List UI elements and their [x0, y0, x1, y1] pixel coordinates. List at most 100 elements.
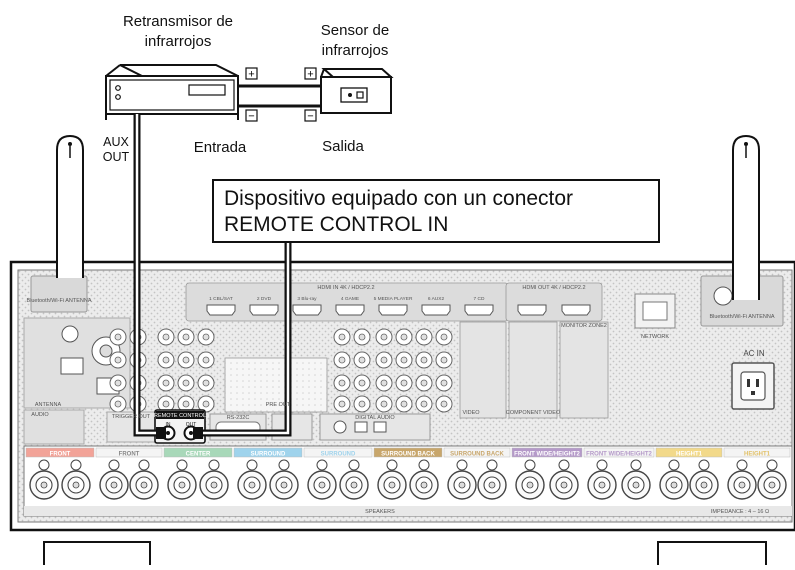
network-port [634, 293, 676, 329]
hdmi-port [421, 304, 451, 316]
digital-audio-label: DIGITAL AUDIO [355, 415, 395, 421]
minus-mark: − [248, 111, 254, 123]
speaker-group-label: FRONT [119, 452, 140, 458]
ir-link-cable [237, 84, 321, 108]
hdmi-input-label: 7 CD [474, 296, 485, 302]
plus-box-output [304, 67, 317, 80]
speaker-group-label: SURROUND [321, 452, 356, 458]
audio-label: AUDIO [31, 412, 49, 418]
speaker-group-label: FRONT [50, 452, 71, 458]
antenna-label: ANTENNA [35, 402, 62, 408]
remote-out-label: OUT [186, 422, 197, 428]
component-video-label: COMPONENT VIDEO [506, 410, 561, 416]
hdmi-out-header: HDMI OUT 4K / HDCP2.2 [522, 285, 585, 291]
speaker-group-label: FRONT WIDE/HEIGHT2 [586, 452, 652, 458]
right-antenna [732, 134, 760, 300]
speaker-group-label: FRONT WIDE/HEIGHT2 [514, 452, 580, 458]
av-receiver: 1 CBL/SAT 2 DVD 3 Blu-ray 4 GAME 5 MEDIA PLA… [9, 260, 795, 565]
hdmi-input-label: 6 AUX2 [428, 296, 445, 302]
impedance-label: IMPEDANCE : 4 – 16 Ω [711, 509, 769, 515]
speaker-group-label: HEIGHT1 [744, 452, 771, 458]
monitor-section [559, 321, 609, 419]
plug-out [193, 427, 203, 439]
hdmi-input-label: 1 CBL/SAT [209, 296, 233, 302]
remote-in-label: IN [166, 422, 171, 428]
left-antenna [56, 134, 84, 278]
ir-sensor-device [320, 68, 394, 114]
ir-retransmitter-label-line1: Retransmisor de [122, 13, 234, 30]
network-label: NETWORK [641, 334, 669, 340]
hdmi-port [464, 304, 494, 316]
audio-phono [23, 409, 85, 445]
speaker-group-label: CENTER [186, 452, 211, 458]
speaker-group-label: SURROUND BACK [450, 452, 504, 458]
aux-out-label-line1: AUX [103, 135, 129, 149]
speaker-group-label: HEIGHT1 [676, 452, 703, 458]
plus-mark: + [248, 69, 254, 81]
hdmi-input-label: 4 GAME [341, 296, 359, 302]
callout-line1: Dispositivo equipado con un conector [224, 187, 574, 210]
output-label: Salida [322, 138, 364, 155]
left-foot [43, 541, 151, 565]
hdmi-port [335, 304, 365, 316]
bt-antenna-label-left: Bluetooth/Wi-Fi ANTENNA [26, 298, 91, 304]
hdmi-input-label: 3 Blu-ray [297, 296, 317, 302]
speaker-group-label: SURROUND BACK [381, 452, 435, 458]
video-label: VIDEO [462, 410, 480, 416]
panel-labels: Bluetooth/Wi-Fi ANTENNA Bluetooth/Wi-Fi … [26, 285, 774, 515]
callout-box: Dispositivo equipado con un conector REM… [212, 179, 660, 243]
ir-sensor-label-line1: Sensor de [320, 22, 390, 39]
trigger-out-label: TRIGGER OUT [112, 414, 151, 420]
component-section [508, 321, 558, 419]
speaker-group-header [95, 447, 163, 458]
hdmi-input-label: 5 MEDIA PLAYER [374, 296, 413, 302]
speaker-group-header [373, 447, 443, 458]
input-label: Entrada [193, 139, 247, 156]
video-section [459, 321, 507, 419]
ir-retransmitter-label-line2: infrarrojos [144, 33, 212, 50]
speaker-group-header [511, 447, 583, 458]
hdmi-port [292, 304, 322, 316]
pre-out-label: PRE OUT [266, 402, 291, 408]
speaker-group-header [583, 447, 655, 458]
hdmi-in-header: HDMI IN 4K / HDCP2.2 [317, 285, 374, 291]
ir-sensor-label: Sensor de infrarrojos [300, 21, 410, 61]
left-antenna-block [30, 275, 88, 313]
hdmi-input-label: 2 DVD [257, 296, 272, 302]
hdmi-port [249, 304, 279, 316]
speaker-group-header [303, 447, 373, 458]
speaker-group-header [655, 447, 723, 458]
hdmi-port [517, 304, 547, 316]
ac-in-label: AC IN [743, 349, 765, 358]
zone-box [224, 357, 328, 413]
remote-control-label: REMOTE CONTROL [154, 413, 206, 419]
plug-in [156, 427, 166, 439]
speaker-group-header [443, 447, 511, 458]
remote-out-cable [197, 243, 292, 437]
hdmi-port [378, 304, 408, 316]
speakers-label: SPEAKERS [365, 509, 395, 515]
minus-mark: − [307, 111, 313, 123]
minus-box-output [304, 109, 317, 122]
monitor-zone2-label: MONITOR ZONE2 [561, 323, 607, 329]
trigger-out [106, 411, 156, 443]
ir-sensor-label-line2: infrarrojos [321, 42, 389, 59]
callout-line2: REMOTE CONTROL IN [224, 213, 449, 236]
aux-out-cable [133, 114, 162, 437]
hdmi-port [561, 304, 591, 316]
hdmi-port [206, 304, 236, 316]
speaker-group-header [163, 447, 233, 458]
aux-out-label: AUX OUT [98, 135, 134, 165]
speaker-group-header [25, 447, 95, 458]
speaker-group-label: SURROUND [251, 452, 286, 458]
ir-retransmitter-label: Retransmisor de infrarrojos [108, 12, 248, 52]
speaker-group-header [723, 447, 791, 458]
ir-retransmitter-device [105, 64, 239, 120]
speaker-group-header [233, 447, 303, 458]
plus-mark: + [307, 69, 313, 81]
minus-box-input [245, 109, 258, 122]
right-foot [657, 541, 767, 565]
rs232c-label: RS-232C [227, 415, 250, 421]
plus-box-input [245, 67, 258, 80]
